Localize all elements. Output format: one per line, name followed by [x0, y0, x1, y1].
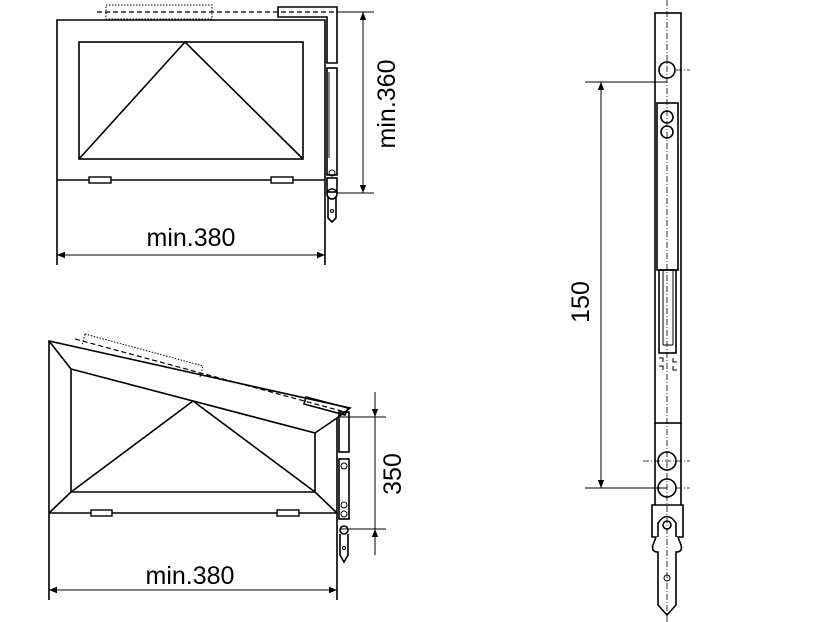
bottom-dimensions: min.380 350: [49, 392, 407, 594]
bottom-frame: [48, 340, 352, 600]
top-stay-pivot: [326, 188, 338, 200]
stay-detail: [643, 0, 690, 622]
top-stay-arm: [326, 67, 338, 176]
top-glass-pane: [78, 41, 304, 160]
bottom-stay-arm: [338, 411, 350, 453]
top-width-label: min.380: [147, 224, 236, 252]
bottom-hinge-right: [276, 509, 300, 517]
bottom-height-label: 350: [379, 453, 407, 495]
bottom-width-label: min.380: [146, 562, 235, 590]
stay-bar: [654, 12, 682, 424]
bottom-view-window: [48, 333, 352, 600]
bottom-opening-triangle: [70, 400, 316, 493]
bottom-stay-pivot: [339, 525, 349, 535]
top-opening-triangle: [78, 40, 304, 160]
stay-pivot-end: [651, 504, 684, 617]
bottom-hidden-line: [74, 338, 346, 413]
stay-dimensions: 150: [567, 81, 667, 489]
top-hinge-right: [270, 176, 294, 184]
stay-distance-label: 150: [567, 281, 595, 323]
bottom-glass-pane: [70, 367, 316, 493]
top-frame: [56, 19, 326, 265]
top-corner-bracket: [277, 6, 338, 64]
top-view-window: [56, 4, 338, 265]
stay-slot: [656, 102, 679, 271]
top-dimensions: min.380 min.360: [57, 11, 401, 259]
bottom-hinge-left: [90, 509, 113, 517]
top-height-label: min.360: [373, 60, 401, 149]
top-hinge-left: [88, 176, 112, 184]
